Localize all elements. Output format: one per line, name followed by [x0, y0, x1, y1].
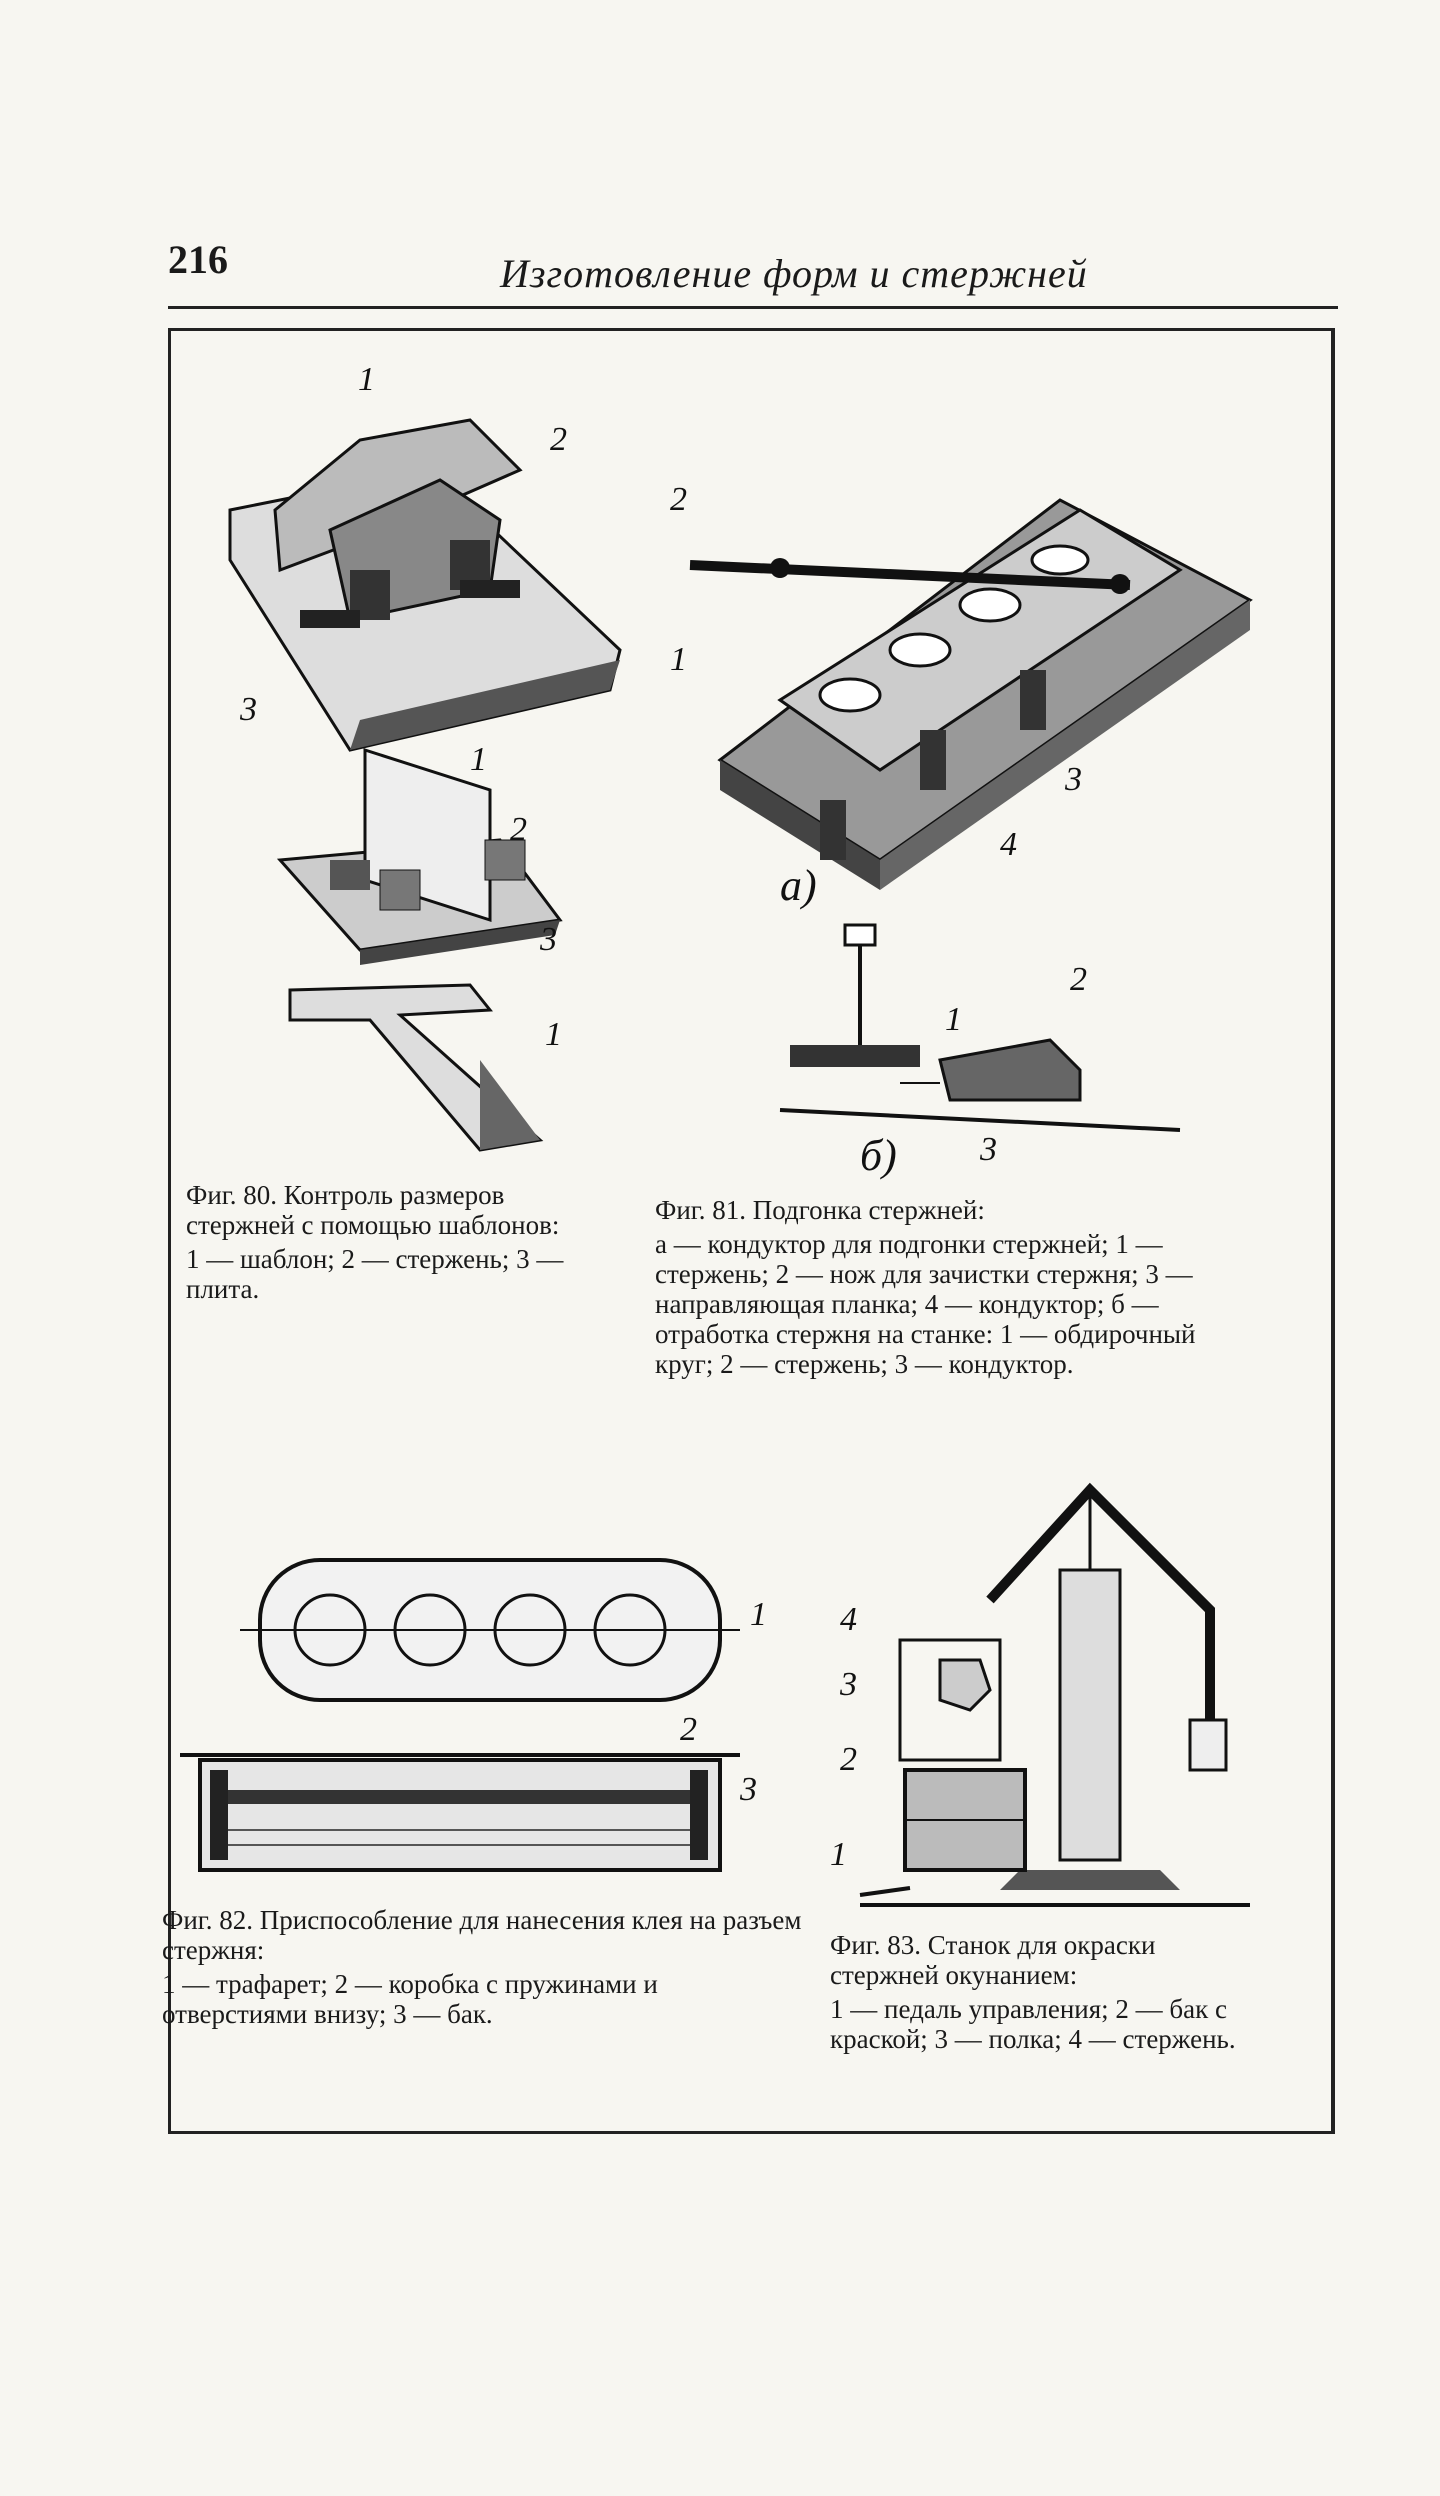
- running-title: Изготовление форм и стержней: [500, 251, 1088, 296]
- fig80-top-assembly: [228, 418, 622, 752]
- fig82-tank: [180, 1753, 740, 1872]
- page-number: 216: [168, 237, 228, 282]
- fig81-caption-block: Фиг. 81. Подгонка стержней: а — кондукто…: [655, 1195, 1235, 1379]
- fig82-caption: Фиг. 82. Приспособление для нанесения кл…: [162, 1905, 802, 1965]
- fig82-legend: 1 — трафарет; 2 — коробка с пружинами и …: [162, 1969, 658, 2029]
- fig83-caption: Фиг. 83. Станок для окраски стержней оку…: [830, 1930, 1156, 1990]
- fig80-label-1b: 1: [470, 741, 487, 778]
- fig81-caption: Фиг. 81. Подгонка стержней:: [655, 1195, 985, 1225]
- fig81-sublabel-a: а): [780, 861, 817, 910]
- fig83-legend: 1 — педаль управления; 2 — бак с краской…: [830, 1994, 1236, 2054]
- fig83-label-3: 3: [839, 1666, 857, 1703]
- fig81b-label-3: 3: [979, 1131, 997, 1168]
- fig83-label-2: 2: [840, 1741, 857, 1778]
- fig82-label-3: 3: [739, 1771, 757, 1808]
- fig83-caption-block: Фиг. 83. Станок для окраски стержней оку…: [830, 1930, 1260, 2054]
- figure-frame: [168, 328, 1335, 2134]
- fig80-caption-block: Фиг. 80. Контроль размеров стержней с по…: [186, 1180, 616, 1304]
- fig82-label-1: 1: [750, 1596, 767, 1633]
- fig81-legend: а — кондуктор для подгонки стержней; 1 —…: [655, 1229, 1196, 1379]
- fig82-illustration: 1 2 3: [180, 1558, 767, 1872]
- fig81-label-4: 4: [1000, 826, 1017, 863]
- fig81-sublabel-b: б): [860, 1131, 897, 1180]
- fig83-label-1: 1: [830, 1836, 847, 1873]
- fig82-stencil: [240, 1558, 740, 1702]
- fig80-illustration: 1 2 3 1 2 3 1: [228, 361, 622, 1152]
- fig81b-label-2: 2: [1070, 961, 1087, 998]
- fig81-label-1: 1: [670, 641, 687, 678]
- fig81-label-2: 2: [670, 481, 687, 518]
- fig80-label-1c: 1: [545, 1016, 562, 1053]
- fig83-label-4: 4: [840, 1601, 857, 1638]
- header-rule: [168, 306, 1338, 309]
- fig81b-machine: [779, 923, 1181, 1132]
- fig80-label-2b: 2: [510, 811, 527, 848]
- fig80-label-3b: 3: [539, 921, 557, 958]
- fig80-legend: 1 — шаблон; 2 — стержень; 3 — плита.: [186, 1244, 564, 1304]
- fig80-middle-assembly: [276, 747, 563, 965]
- fig80-label-3: 3: [239, 691, 257, 728]
- fig83-illustration: 4 3 2 1: [830, 1482, 1250, 1907]
- fig82-label-2: 2: [680, 1711, 697, 1748]
- fig81-illustration: 2 1 3 4 а) 1 2 3 б): [670, 481, 1253, 1180]
- fig81a-jig: [689, 498, 1253, 890]
- fig80-bottom-template: [288, 983, 544, 1152]
- fig82-caption-block: Фиг. 82. Приспособление для нанесения кл…: [162, 1905, 802, 2029]
- fig80-label-1: 1: [358, 361, 375, 398]
- fig81b-label-1: 1: [945, 1001, 962, 1038]
- fig81-label-3: 3: [1064, 761, 1082, 798]
- fig80-caption: Фиг. 80. Контроль размеров стержней с по…: [186, 1180, 560, 1240]
- fig80-label-2: 2: [550, 421, 567, 458]
